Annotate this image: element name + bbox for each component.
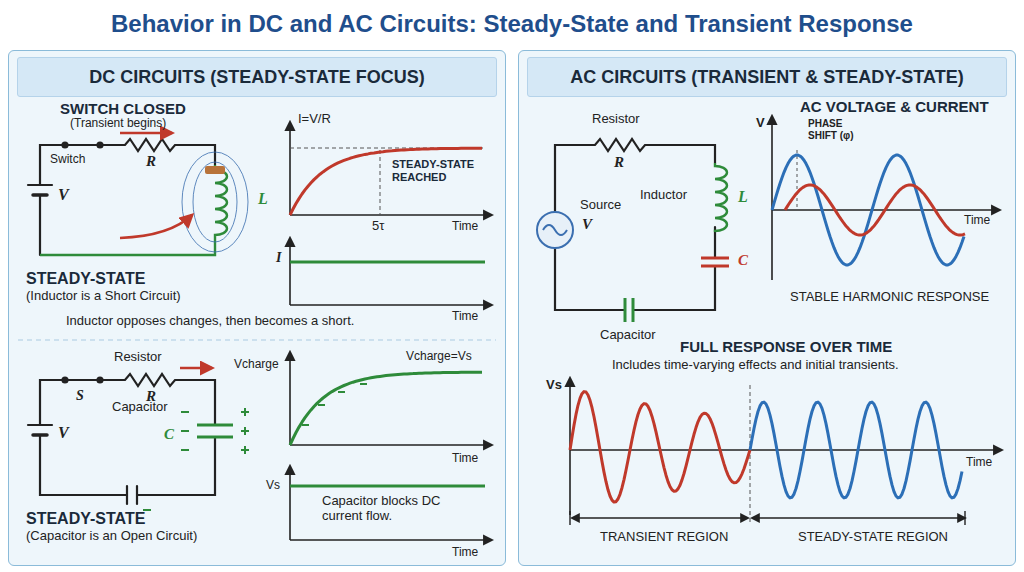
diagram-label: V xyxy=(58,424,69,442)
panel-ground xyxy=(518,50,1016,566)
diagram-label: (Transient begins) xyxy=(70,117,166,131)
current-arrow xyxy=(180,367,212,370)
current-arrow xyxy=(120,132,172,135)
diagram-label: L xyxy=(738,188,748,206)
diagram-label: L xyxy=(258,190,268,208)
ac-source-symbol xyxy=(537,212,573,248)
sine-glyph xyxy=(543,225,567,235)
diagram-label: Capacitor xyxy=(112,400,168,415)
diagram-label: FULL RESPONSE OVER TIME xyxy=(680,338,892,355)
diagram-label: Time xyxy=(966,456,992,470)
diagram-label: I=V/R xyxy=(298,112,331,127)
diagram-label: Inductor opposes changes, then becomes a… xyxy=(66,314,354,329)
response-curve xyxy=(772,155,964,265)
diagram-label: S xyxy=(76,388,84,404)
diagram-label: Capacitor xyxy=(600,328,656,343)
current-arrow xyxy=(120,215,192,238)
ac-rlc-circuit xyxy=(555,139,715,310)
diagram-label: R xyxy=(146,153,156,170)
panel-heading: DC CIRCUITS (STEADY-STATE FOCUS) xyxy=(17,57,497,97)
diagram-label: Inductor xyxy=(640,188,687,203)
diagram-label: Time xyxy=(452,220,478,234)
circuit-panel: AC CIRCUITS (TRANSIENT & STEADY-STATE) xyxy=(518,50,1016,566)
magnetic-field xyxy=(182,152,248,252)
diagram-label: Time xyxy=(452,310,478,324)
diagram-label: TRANSIENT REGION xyxy=(600,530,728,545)
divider xyxy=(18,339,496,340)
capacitor-symbol xyxy=(197,425,233,437)
dc-rc-circuit xyxy=(28,374,215,504)
diagram-label: V xyxy=(58,186,69,204)
panel-ground xyxy=(8,50,506,566)
response-curve xyxy=(750,402,962,498)
response-curve xyxy=(290,372,482,445)
diagram-label: (Inductor is a Short Circuit) xyxy=(26,289,181,304)
diagram-label: Includes time-varying effects and initia… xyxy=(612,358,899,373)
time-marker xyxy=(380,150,381,215)
diagram-label: 5τ xyxy=(372,219,384,234)
inductor-symbol xyxy=(40,165,227,255)
diagram-label: Time xyxy=(452,546,478,560)
diagram-label: STEADY-STATE xyxy=(26,270,145,288)
panel-heading: AC CIRCUITS (TRANSIENT & STEADY-STATE) xyxy=(527,57,1007,97)
diagram-label: (Capacitor is an Open Circuit) xyxy=(26,529,197,544)
diagram-label: Vs xyxy=(546,378,562,393)
graph-axes xyxy=(570,116,1002,515)
diagram-label: Time xyxy=(964,214,990,228)
diagram-label: Source xyxy=(580,198,621,213)
diagram-label: STEADY-STATE REGION xyxy=(798,530,948,545)
response-curve xyxy=(570,392,750,503)
graph-axes xyxy=(290,352,492,540)
diagram-label: STEADY-STATE REACHED xyxy=(392,158,484,183)
diagram-label: Vcharge xyxy=(234,358,279,372)
diagram-label: STEADY-STATE xyxy=(26,510,145,528)
page-title: Behavior in DC and AC Circuits: Steady-S… xyxy=(111,10,913,38)
capacitor-symbol xyxy=(625,298,633,322)
charge-signs xyxy=(143,408,249,510)
diagram-label: V xyxy=(582,216,592,233)
diagram-label: Resistor xyxy=(592,112,640,127)
diagram-label: PHASE SHIFT (φ) xyxy=(808,118,866,141)
phase-marker xyxy=(797,150,798,210)
inductor-core xyxy=(205,166,225,174)
diagram-label: Resistor xyxy=(114,350,162,365)
inductor-symbol xyxy=(715,163,727,232)
dc-rl-circuit xyxy=(28,139,215,255)
graph-axes xyxy=(290,122,492,305)
diagram-label: R xyxy=(614,154,624,171)
capacitor-symbol xyxy=(701,258,729,266)
diagram-label: AC VOLTAGE & CURRENT xyxy=(800,98,989,115)
diagram-label: Capacitor blocks DC current flow. xyxy=(322,494,472,524)
diagram-label: I xyxy=(276,250,281,266)
steady-current-line xyxy=(290,261,485,264)
diagram-label: Time xyxy=(452,452,478,466)
diagram-label: C xyxy=(164,426,174,443)
diagram-label: Vs xyxy=(266,479,280,493)
diagram-label: Vcharge=Vs xyxy=(406,350,472,364)
response-curve xyxy=(785,185,965,235)
diagram-label: C xyxy=(738,252,748,269)
diagram-label: Switch xyxy=(50,153,85,167)
diagram-label: SWITCH CLOSED xyxy=(60,100,186,117)
steady-voltage-line xyxy=(290,485,485,488)
region-brackets xyxy=(570,511,965,525)
title-bar: Behavior in DC and AC Circuits: Steady-S… xyxy=(0,10,1024,38)
response-curves xyxy=(290,148,965,502)
diagram-label: STABLE HARMONIC RESPONSE xyxy=(790,290,989,305)
diagram-label: V xyxy=(756,116,765,131)
